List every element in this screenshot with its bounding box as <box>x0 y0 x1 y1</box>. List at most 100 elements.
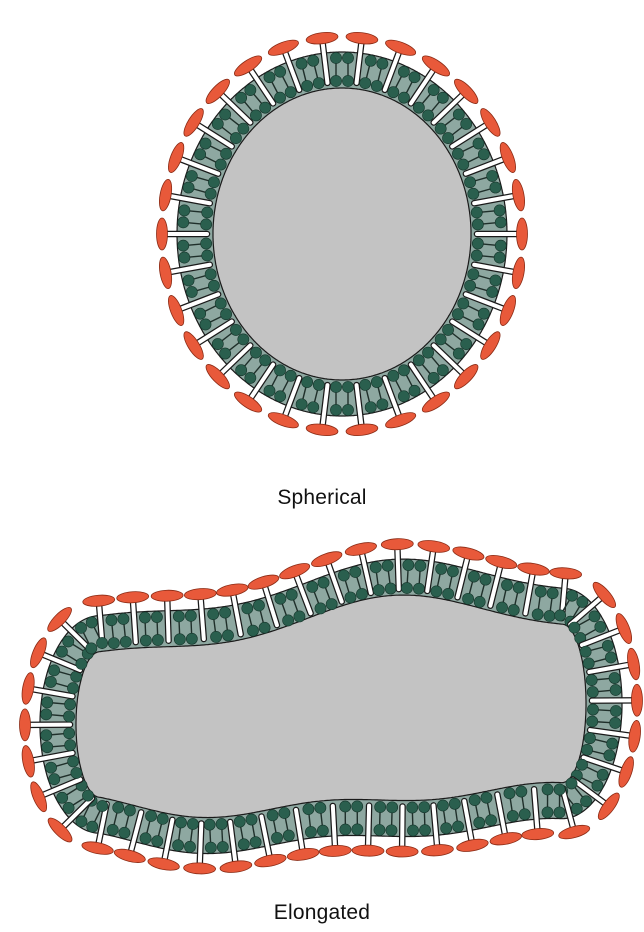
lipid-head <box>326 599 337 610</box>
lipid-tail <box>407 569 408 584</box>
lipid-head <box>220 348 231 359</box>
lipid-head <box>195 149 206 160</box>
spike-head <box>286 846 319 862</box>
lipid-head <box>496 602 507 613</box>
spike-head <box>631 684 642 716</box>
lipid-head <box>350 566 361 577</box>
lipid-tail <box>222 828 223 843</box>
lipid-head <box>584 733 595 744</box>
spike-stalk <box>397 549 398 589</box>
lipid-head <box>604 750 615 761</box>
spherical-caption: Spherical <box>0 486 644 510</box>
lipid-head <box>495 240 506 251</box>
lipid-head <box>431 586 442 597</box>
lipid-head <box>586 675 597 686</box>
lipid-head <box>201 238 212 249</box>
lipid-head <box>566 778 577 789</box>
lipid-head <box>403 559 414 570</box>
lipid-head <box>413 355 424 366</box>
lipid-head <box>75 622 86 633</box>
lipid-tail <box>596 722 611 723</box>
lipid-head <box>86 617 97 628</box>
lipid-head <box>42 742 53 753</box>
lipid-head <box>419 825 430 836</box>
lipid-head <box>407 802 418 813</box>
lipid-head <box>63 636 74 647</box>
lipid-head <box>283 615 294 626</box>
lipid-head <box>566 590 577 601</box>
lipid-head <box>398 391 409 402</box>
lipid-head <box>260 355 271 366</box>
lipid-head <box>208 280 219 291</box>
lipid-head <box>205 842 216 853</box>
lipid-head <box>238 839 249 850</box>
spike-head <box>352 845 384 857</box>
spike-stalk <box>333 806 335 846</box>
lipid-head <box>461 118 472 129</box>
spike-head <box>477 106 503 139</box>
spike-head <box>306 31 339 46</box>
lipid-head <box>315 603 326 614</box>
lipid-head <box>370 562 381 573</box>
lipid-head <box>200 319 211 330</box>
spike-head <box>20 672 36 705</box>
lipid-head <box>296 58 307 69</box>
lipid-head <box>250 347 261 358</box>
lipid-head <box>183 275 194 286</box>
lipid-head <box>49 665 60 676</box>
lipid-head <box>472 219 483 230</box>
spike-head <box>386 846 418 857</box>
spike-head <box>183 862 215 874</box>
lipid-head <box>607 738 618 749</box>
lipid-head <box>152 634 163 645</box>
lipid-head <box>610 705 621 716</box>
lipid-head <box>253 600 264 611</box>
lipid-head <box>494 252 505 263</box>
spike-head <box>216 582 249 599</box>
lipid-head <box>178 240 189 251</box>
lipid-head <box>443 588 454 599</box>
lipid-head <box>65 740 76 751</box>
spike-head <box>456 837 489 854</box>
lipid-head <box>587 704 598 715</box>
lipid-head <box>330 52 341 63</box>
lipid-head <box>302 80 313 91</box>
lipid-head <box>63 802 74 813</box>
lipid-head <box>220 309 231 320</box>
spike-head <box>20 745 37 778</box>
lipid-head <box>186 633 197 644</box>
spike-head <box>184 587 217 600</box>
lipid-head <box>422 347 433 358</box>
lipid-head <box>342 75 353 86</box>
lipid-head <box>215 298 226 309</box>
lipid-head <box>447 566 458 577</box>
lipid-head <box>41 709 52 720</box>
spike-head <box>232 52 265 79</box>
lipid-head <box>42 697 53 708</box>
lipid-head <box>473 138 484 149</box>
spike-head <box>232 389 265 416</box>
lipid-head <box>242 603 253 614</box>
lipid-head <box>275 66 286 77</box>
lipid-head <box>435 334 446 345</box>
spike-head <box>254 852 288 869</box>
lipid-head <box>238 123 249 134</box>
lipid-head <box>373 585 384 596</box>
spike-head <box>521 827 554 841</box>
lipid-head <box>535 586 546 597</box>
lipid-head <box>609 672 620 683</box>
lipid-head <box>178 217 189 228</box>
lipid-head <box>183 182 194 193</box>
lipid-head <box>555 610 566 621</box>
lipid-head <box>247 625 258 636</box>
lipid-head <box>308 402 319 413</box>
lipid-head <box>580 796 591 807</box>
lipid-head <box>305 826 316 837</box>
lipid-head <box>317 825 328 836</box>
lipid-head <box>490 182 501 193</box>
lipid-head <box>462 593 473 604</box>
lipid-head <box>428 372 439 383</box>
lipid-head <box>217 841 228 852</box>
lipid-tail <box>179 620 180 635</box>
